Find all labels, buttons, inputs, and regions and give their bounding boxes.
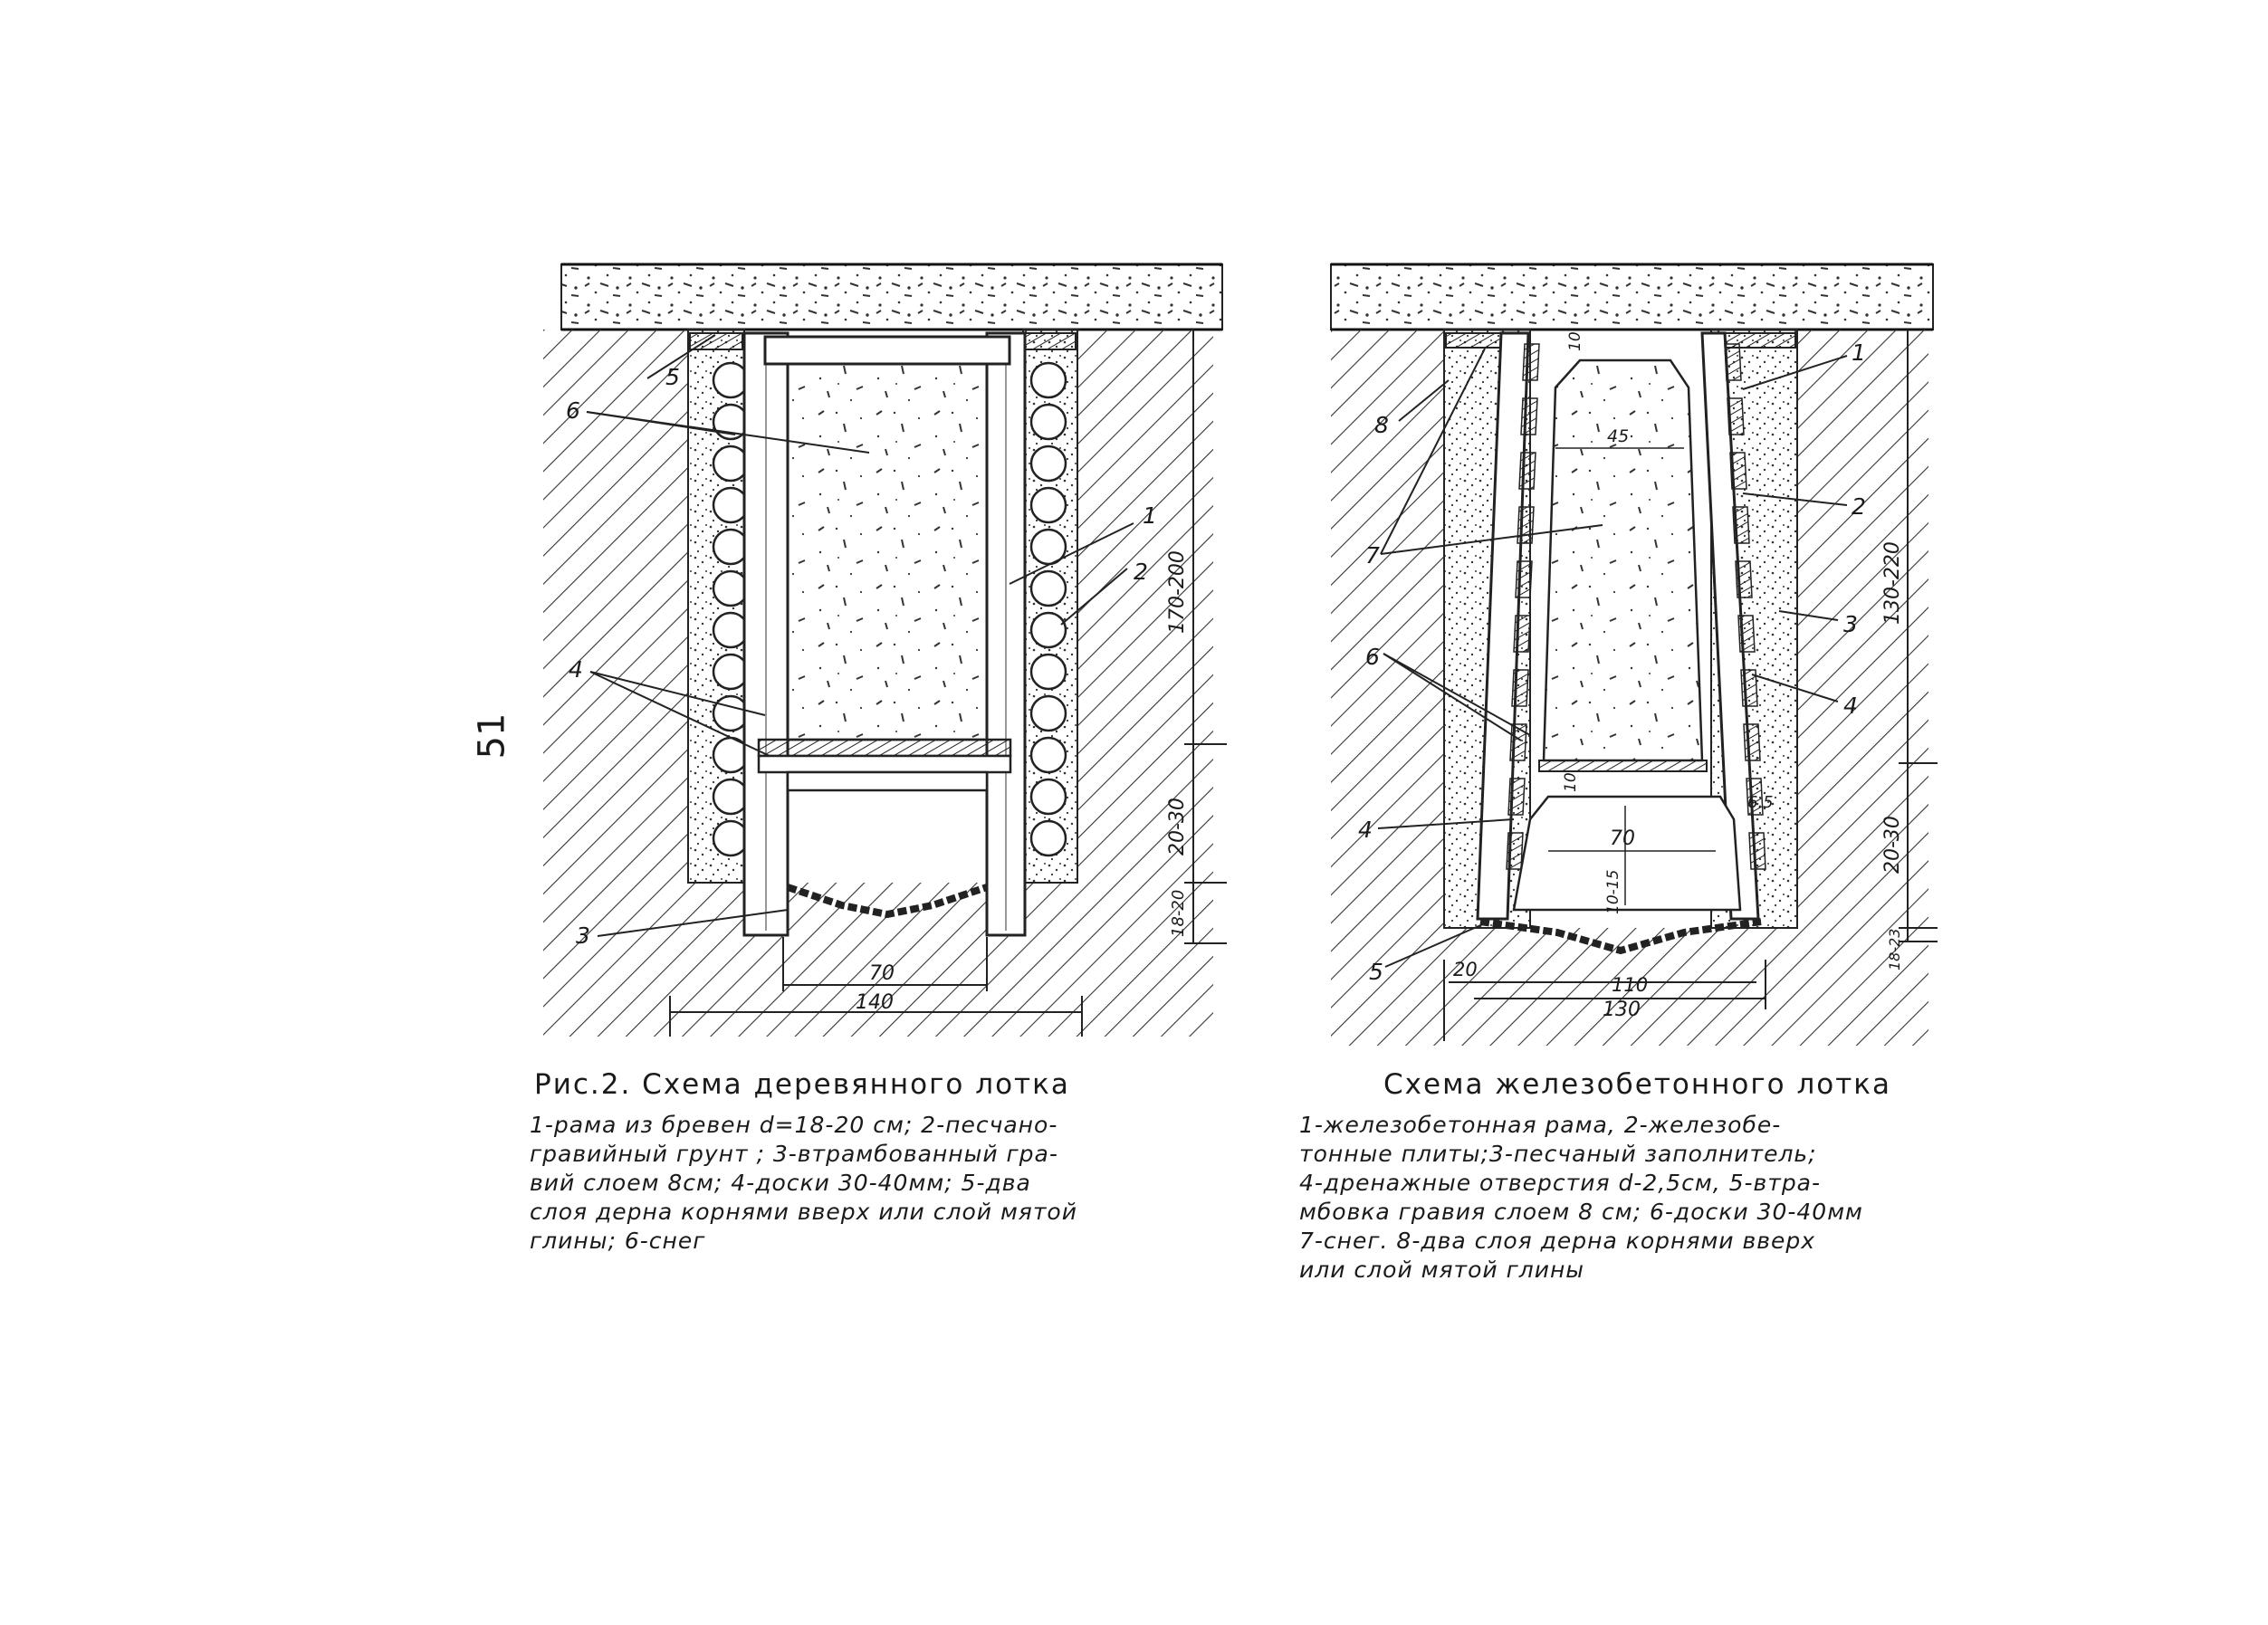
dim-mid-gap: 10 <box>1562 772 1580 792</box>
caption-line: 1-рама из бревен d=18-20 см; 2-песчано- <box>530 1112 1058 1138</box>
dim-height-bottom: 18-20 <box>1169 890 1188 937</box>
callout-5: 5 <box>1369 959 1383 985</box>
callout-6: 6 <box>566 397 580 424</box>
callout-2: 2 <box>1852 493 1866 520</box>
callout-7: 7 <box>1365 542 1380 569</box>
dim-height-main: 130-220 <box>1881 541 1904 625</box>
caption-line: 1-железобетонная рама, 2-железобе- <box>1299 1112 1782 1138</box>
dim-height-bottom: 18-23 <box>1886 929 1903 971</box>
dim-left-offset: 20 <box>1453 959 1478 980</box>
right-caption-text: 1-железобетонная рама, 2-железобе- тонны… <box>1299 1111 2024 1285</box>
callout-3: 3 <box>1843 611 1858 637</box>
callout-3: 3 <box>576 922 590 949</box>
page-number: 51 <box>471 712 513 760</box>
side-boards-right <box>1029 361 1067 857</box>
callout-4: 4 <box>569 656 583 683</box>
callout-6: 6 <box>1365 644 1380 670</box>
wooden-trough-diagram: 5 6 1 2 4 3 170-200 20-30 18-20 70 140 <box>543 263 1227 1037</box>
left-caption-text: 1-рама из бревен d=18-20 см; 2-песчано- … <box>530 1111 1236 1256</box>
dim-top-gap: 10 <box>1566 331 1584 351</box>
callout-8: 8 <box>1374 412 1389 438</box>
dim-side-gap: 6.5 <box>1747 793 1774 812</box>
side-boards-left <box>712 361 750 857</box>
dim-lower-width: 70 <box>1610 827 1635 850</box>
dim-outer-width: 130 <box>1603 999 1641 1021</box>
dim-height-lower: 20-30 <box>1166 798 1189 856</box>
caption-line: глины; 6-снег <box>530 1228 706 1254</box>
caption-line: тонные плиты;3-песчаный заполнитель; <box>1299 1141 1817 1167</box>
right-caption-title: Схема железобетонного лотка <box>1383 1068 1892 1101</box>
caption-line: слоя дерна корнями вверх или слой мятой <box>530 1199 1077 1225</box>
dim-height-main: 170-200 <box>1166 550 1189 634</box>
caption-line: или слой мятой глины <box>1299 1257 1585 1283</box>
callout-2: 2 <box>1134 559 1148 585</box>
callout-1: 1 <box>1852 339 1866 366</box>
callout-4b: 4 <box>1358 817 1373 843</box>
dim-inner-width: 110 <box>1612 974 1648 996</box>
caption-line: 4-дренажные отверстия d-2,5см, 5-втра- <box>1299 1170 1822 1196</box>
dim-inner-width: 70 <box>869 962 895 985</box>
left-caption-title: Рис.2. Схема деревянного лотка <box>534 1068 1070 1101</box>
dim-lower-height: 10-15 <box>1604 870 1622 914</box>
callout-4: 4 <box>1843 693 1858 719</box>
concrete-trough-diagram: 8 1 2 3 4 7 6 4 5 10 45 10 6.5 70 10-15 … <box>1330 263 1938 1046</box>
dim-upper-width: 45 <box>1607 426 1629 446</box>
wall-boards <box>1506 343 1766 870</box>
caption-line: вий слоем 8см; 4-доски 30-40мм; 5-два <box>530 1170 1031 1196</box>
caption-line: 7-снег. 8-два слоя дерна корнями вверх <box>1299 1228 1816 1254</box>
caption-line: гравийный грунт ; 3-втрамбованный гра- <box>530 1141 1058 1167</box>
callout-1: 1 <box>1143 502 1157 529</box>
callout-5: 5 <box>665 364 680 390</box>
dim-height-lower: 20-30 <box>1881 816 1904 874</box>
dim-outer-width: 140 <box>856 991 894 1014</box>
caption-line: мбовка гравия слоем 8 см; 6-доски 30-40м… <box>1299 1199 1863 1225</box>
